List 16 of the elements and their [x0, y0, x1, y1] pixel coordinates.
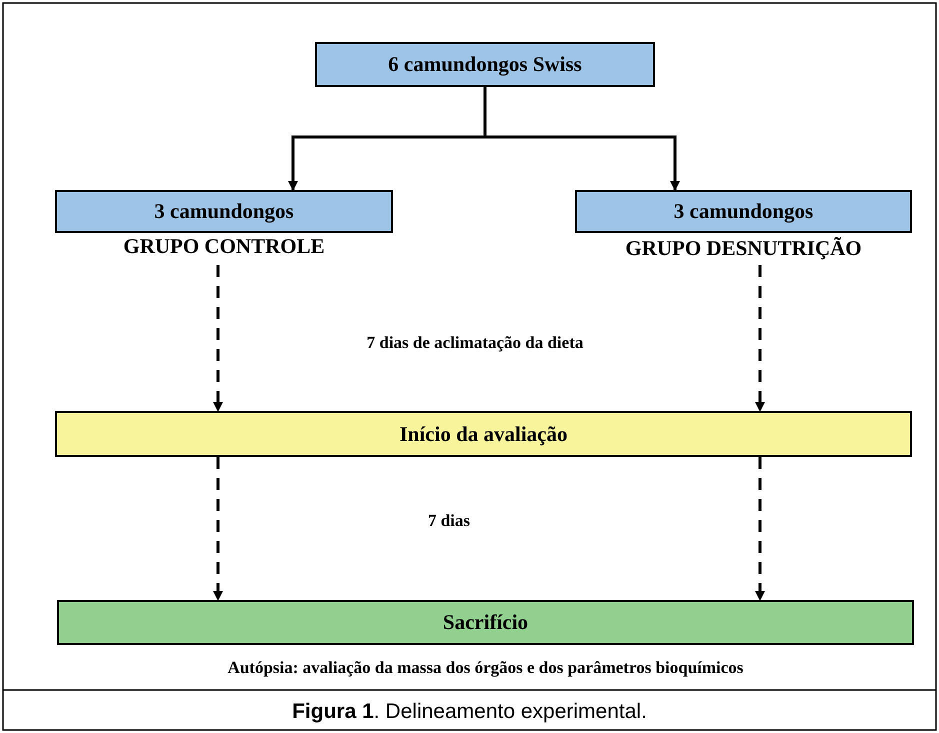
duration-label: 7 dias de aclimatação da dieta [366, 333, 584, 353]
arrow [755, 457, 765, 601]
group-label: GRUPO CONTROLE [122, 234, 326, 259]
arrow [755, 265, 765, 412]
stage-bar: Início da avaliação [55, 411, 912, 457]
stage-bar: Sacrifício [57, 600, 914, 645]
arrow [213, 265, 223, 412]
group-box: 3 camundongos [575, 190, 912, 233]
group-box: 3 camundongos [55, 190, 393, 233]
group-label: Autópsia: avaliação da massa dos órgãos e dos parâmetros bioquímicos [226, 658, 744, 678]
arrow [213, 457, 223, 601]
figure-caption: Figura 1. Delineamento experimental. [291, 700, 648, 724]
process-box: 6 camundongos Swiss [315, 42, 655, 87]
group-label: GRUPO DESNUTRIÇÃO [624, 236, 863, 261]
duration-label: 7 dias [428, 511, 470, 531]
arrow [484, 87, 680, 191]
